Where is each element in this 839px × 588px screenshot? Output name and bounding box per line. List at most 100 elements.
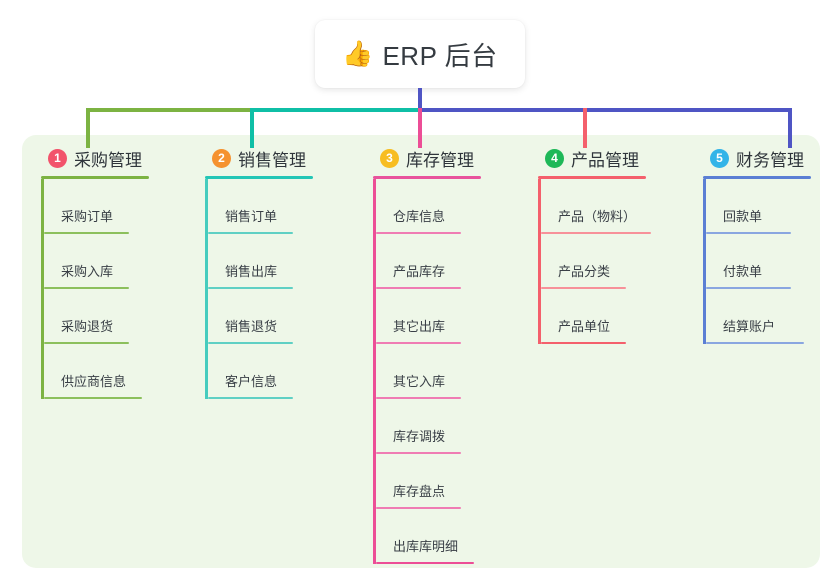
branch-badge-2: 2 xyxy=(212,148,231,168)
branch-badge-4: 4 xyxy=(545,148,564,168)
branch-product[interactable]: 4 产品管理 产品（物料） 产品分类 产品单位 xyxy=(535,146,651,344)
list-item[interactable]: 产品单位 xyxy=(541,289,641,344)
branch-spine-1 xyxy=(41,179,44,399)
list-item[interactable]: 产品分类 xyxy=(541,234,641,289)
list-item[interactable]: 回款单 xyxy=(706,179,806,234)
child-underline xyxy=(541,232,651,234)
branch-spine-2 xyxy=(205,179,208,399)
child-label: 其它出库 xyxy=(393,319,446,334)
branch-label-2: 销售管理 xyxy=(238,150,306,170)
child-underline xyxy=(706,232,791,234)
child-label: 采购订单 xyxy=(61,209,114,224)
child-label: 供应商信息 xyxy=(61,374,127,389)
list-item[interactable]: 仓库信息 xyxy=(376,179,476,234)
list-item[interactable]: 产品（物料） xyxy=(541,179,659,234)
child-underline xyxy=(376,232,461,234)
list-item[interactable]: 库存盘点 xyxy=(376,454,476,509)
branch-spine-5 xyxy=(703,179,706,344)
child-label: 采购退货 xyxy=(61,319,114,334)
child-label: 仓库信息 xyxy=(393,209,446,224)
branch-label-1: 采购管理 xyxy=(74,150,142,170)
child-label: 回款单 xyxy=(723,209,763,224)
child-label: 采购入库 xyxy=(61,264,114,279)
list-item[interactable]: 采购订单 xyxy=(44,179,144,234)
list-item[interactable]: 出库库明细 xyxy=(376,509,476,564)
branch-header-4[interactable]: 4 产品管理 xyxy=(535,146,639,170)
child-underline xyxy=(44,397,142,399)
diagram-background-panel xyxy=(22,135,820,568)
child-underline xyxy=(208,287,293,289)
branch-inventory[interactable]: 3 库存管理 仓库信息 产品库存 其它出库 其它入库 库存调拨 xyxy=(370,146,481,564)
child-label: 库存调拨 xyxy=(393,429,446,444)
list-item[interactable]: 付款单 xyxy=(706,234,806,289)
child-underline xyxy=(376,342,461,344)
list-item[interactable]: 结算账户 xyxy=(706,289,806,344)
trunk-segment-left xyxy=(86,108,252,112)
child-underline xyxy=(376,507,461,509)
branch-drop-2 xyxy=(250,108,254,148)
list-item[interactable]: 客户信息 xyxy=(208,344,308,399)
branch-badge-1: 1 xyxy=(48,148,67,168)
branch-label-3: 库存管理 xyxy=(406,150,474,170)
list-item[interactable]: 采购入库 xyxy=(44,234,144,289)
child-underline xyxy=(376,287,461,289)
root-node-erp-backend[interactable]: 👍 ERP 后台 xyxy=(315,20,525,88)
branch-spine-4 xyxy=(538,179,541,344)
child-label: 产品（物料） xyxy=(558,209,637,224)
child-underline xyxy=(541,287,626,289)
list-item[interactable]: 销售出库 xyxy=(208,234,308,289)
child-underline xyxy=(44,232,129,234)
branch-drop-1 xyxy=(86,108,90,148)
branch-drop-3 xyxy=(418,108,422,148)
branch-header-2[interactable]: 2 销售管理 xyxy=(202,146,306,170)
branch-header-5[interactable]: 5 财务管理 xyxy=(700,146,804,170)
branch-finance[interactable]: 5 财务管理 回款单 付款单 结算账户 xyxy=(700,146,811,344)
list-item[interactable]: 其它入库 xyxy=(376,344,476,399)
root-node-label: ERP 后台 xyxy=(382,40,498,71)
child-label: 销售退货 xyxy=(225,319,278,334)
child-label: 出库库明细 xyxy=(393,539,459,554)
branch-badge-3: 3 xyxy=(380,148,399,168)
list-item[interactable]: 产品库存 xyxy=(376,234,476,289)
list-item[interactable]: 采购退货 xyxy=(44,289,144,344)
child-label: 库存盘点 xyxy=(393,484,446,499)
child-label: 结算账户 xyxy=(723,319,776,334)
child-label: 产品单位 xyxy=(558,319,611,334)
child-underline xyxy=(208,397,293,399)
child-label: 付款单 xyxy=(723,264,763,279)
child-underline xyxy=(541,342,626,344)
branch-header-3[interactable]: 3 库存管理 xyxy=(370,146,474,170)
thumbs-up-icon: 👍 xyxy=(342,39,374,68)
child-underline xyxy=(376,562,474,564)
list-item[interactable]: 供应商信息 xyxy=(44,344,144,399)
child-label: 销售订单 xyxy=(225,209,278,224)
trunk-segment-middle xyxy=(250,108,420,112)
child-underline xyxy=(706,342,804,344)
branch-purchasing[interactable]: 1 采购管理 采购订单 采购入库 采购退货 供应商信息 xyxy=(38,146,149,399)
branch-header-1[interactable]: 1 采购管理 xyxy=(38,146,142,170)
child-underline xyxy=(44,342,129,344)
child-label: 产品分类 xyxy=(558,264,611,279)
branch-underline-2 xyxy=(205,176,313,179)
child-underline xyxy=(208,232,293,234)
child-label: 其它入库 xyxy=(393,374,446,389)
branch-label-4: 产品管理 xyxy=(571,150,639,170)
list-item[interactable]: 其它出库 xyxy=(376,289,476,344)
branch-underline-5 xyxy=(703,176,811,179)
trunk-segment-right xyxy=(418,108,792,112)
branch-badge-5: 5 xyxy=(710,148,729,168)
list-item[interactable]: 库存调拨 xyxy=(376,399,476,454)
child-label: 产品库存 xyxy=(393,264,446,279)
branch-drop-4 xyxy=(583,108,587,148)
branch-underline-3 xyxy=(373,176,481,179)
child-label: 客户信息 xyxy=(225,374,278,389)
list-item[interactable]: 销售订单 xyxy=(208,179,308,234)
child-underline xyxy=(706,287,791,289)
branch-underline-1 xyxy=(41,176,149,179)
branch-sales[interactable]: 2 销售管理 销售订单 销售出库 销售退货 客户信息 xyxy=(202,146,313,399)
child-underline xyxy=(208,342,293,344)
branch-label-5: 财务管理 xyxy=(736,150,804,170)
list-item[interactable]: 销售退货 xyxy=(208,289,308,344)
child-label: 销售出库 xyxy=(225,264,278,279)
